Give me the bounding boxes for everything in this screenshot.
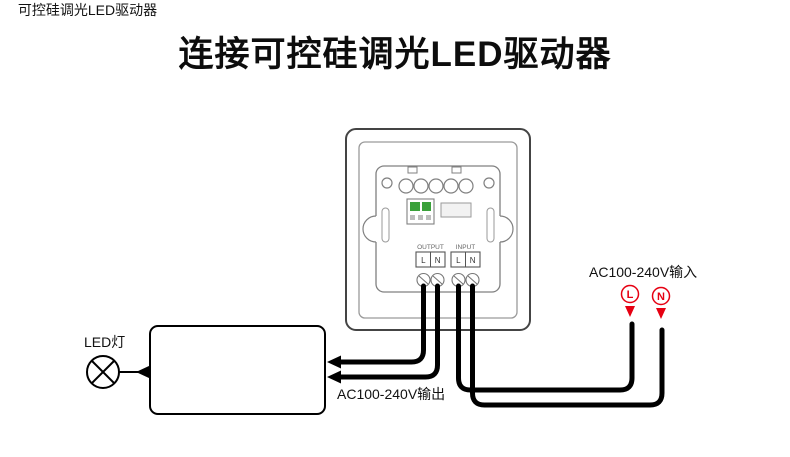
output-terminal-n-label: N <box>435 256 441 265</box>
output-terminal-l-label: L <box>421 256 426 265</box>
dip-pin-2 <box>418 215 423 220</box>
mains-l-label: L <box>627 289 634 301</box>
right-notch <box>499 215 514 243</box>
terminal-screws <box>416 272 480 288</box>
mains-n-label: N <box>657 291 665 303</box>
mains-l-circle <box>620 284 640 304</box>
wires <box>338 283 665 408</box>
top-terminal-1 <box>398 178 414 194</box>
led-lamp-label: LED灯 <box>84 334 126 350</box>
input-wire-n <box>470 283 665 408</box>
input-terminal-l-label: L <box>456 256 461 265</box>
output-arrow-l-icon <box>327 355 341 369</box>
mains-n-arrow-icon <box>656 308 666 319</box>
right-slot <box>486 207 495 243</box>
component-block <box>440 202 472 218</box>
wall-panel: OUTPUT INPUT L N L N <box>345 128 531 331</box>
panel-input-label: INPUT <box>456 244 476 251</box>
input-wire-l <box>456 283 635 393</box>
lamp-arrow-icon <box>136 365 150 379</box>
top-terminal-2 <box>413 178 429 194</box>
led-driver-box <box>149 325 326 415</box>
mains-terminals: L N <box>620 284 671 319</box>
corner-screw-right <box>483 177 495 189</box>
dip-switch-1 <box>410 202 420 211</box>
mains-n-circle <box>651 286 671 306</box>
top-terminal-3 <box>428 178 444 194</box>
dip-switch-block <box>406 198 435 225</box>
driver-box-label: 可控硅调光LED驱动器 <box>17 2 158 18</box>
output-terminal-block: L N <box>415 251 446 268</box>
input-terminal-n-label: N <box>470 256 476 265</box>
left-slot <box>381 207 390 243</box>
top-terminal-circles <box>398 178 474 194</box>
output-wire-l <box>338 283 426 365</box>
output-wire-n <box>338 283 440 380</box>
top-terminal-4 <box>443 178 459 194</box>
page-title: 连接可控硅调光LED驱动器 <box>178 35 612 74</box>
dip-pin-1 <box>410 215 415 220</box>
input-terminal-block: L N <box>450 251 481 268</box>
ac-output-label: AC100-240V输出 <box>337 386 446 402</box>
corner-screw-left <box>381 177 393 189</box>
left-notch <box>362 215 377 243</box>
dip-pin-3 <box>426 215 431 220</box>
top-tab-right <box>451 166 462 174</box>
led-lamp-icon <box>86 355 120 389</box>
ac-input-label: AC100-240V输入 <box>589 264 698 280</box>
dip-switch-2 <box>422 202 431 211</box>
output-arrow-n-icon <box>327 370 341 384</box>
mains-l-arrow-icon <box>625 306 635 317</box>
top-tab-left <box>407 166 418 174</box>
top-terminal-5 <box>458 178 474 194</box>
panel-output-label: OUTPUT <box>417 244 444 251</box>
